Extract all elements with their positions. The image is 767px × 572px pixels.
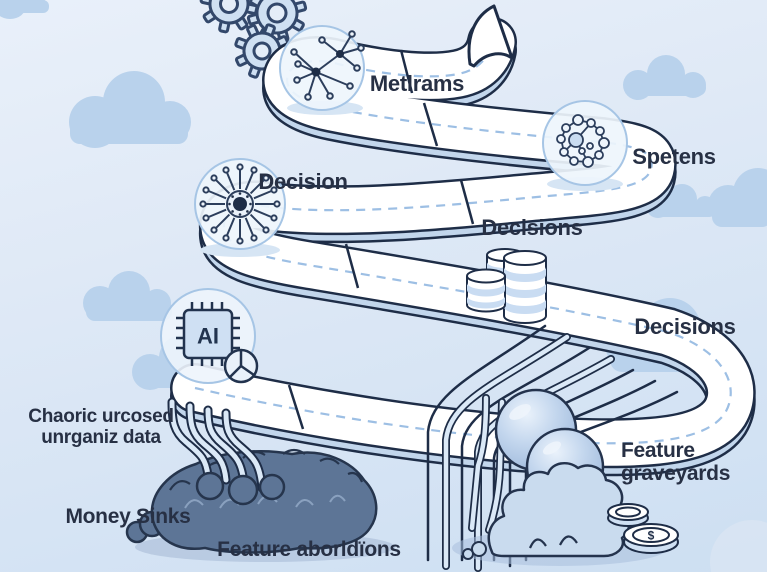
cloud-icon (708, 168, 767, 227)
label-feature-graveyards-line1: Feature (621, 439, 695, 462)
ai-chip-icon: AI (176, 302, 240, 366)
neural-branches-badge (279, 25, 365, 115)
dollar-coin-icon: $ (607, 503, 679, 554)
cloud-icon (83, 271, 172, 321)
ai-chip-label: AI (197, 324, 219, 349)
rock-mound-icon (462, 461, 631, 560)
label-feature-abortions: Feature aborldïons (217, 538, 401, 561)
cloud-icon (69, 71, 191, 148)
winding-road (195, 4, 731, 451)
feature-graveyard-group: $ (452, 388, 679, 566)
label-metrics: Metlrams (369, 71, 465, 96)
arrow-up-icon (467, 4, 514, 68)
cloud-icon (623, 55, 706, 100)
pie-chart-icon (223, 348, 259, 384)
radial-neuron-icon (199, 163, 281, 245)
radial-neuron-badge (194, 158, 286, 257)
label-decision-upper: Decision (258, 169, 348, 194)
road-junction-lines (287, 49, 475, 430)
background-blob (710, 520, 767, 572)
label-decisions-mid: Decisions (481, 215, 583, 240)
label-decisions-right: Decisions (634, 314, 736, 339)
coin-dollar-label: $ (648, 529, 655, 543)
label-chaotic-data: Chaoric urcosed unrganiz data (28, 406, 174, 448)
molecule-cluster-badge (542, 100, 628, 191)
label-money-sinks: Money Sinks (65, 505, 191, 528)
ai-chip-badge: AI (160, 288, 259, 384)
sludge-front-bumps (195, 471, 286, 506)
label-chaotic-data-line2: unrganiz data (41, 426, 161, 448)
cloud-icon (0, 0, 49, 19)
coin-stack-icon (466, 248, 547, 324)
label-systems: Spetens (632, 144, 716, 169)
molecule-cluster-icon (556, 114, 610, 168)
graveyard-pipes-icon (468, 394, 506, 534)
label-feature-graveyards-line2: graveyards (621, 461, 731, 485)
label-feature-graveyards: Feature graveyards (621, 439, 731, 485)
money-sink-pipes-icon (167, 397, 286, 506)
label-chaotic-data-line1: Chaoric urcosed (28, 406, 174, 427)
neural-branches-icon (290, 30, 365, 101)
